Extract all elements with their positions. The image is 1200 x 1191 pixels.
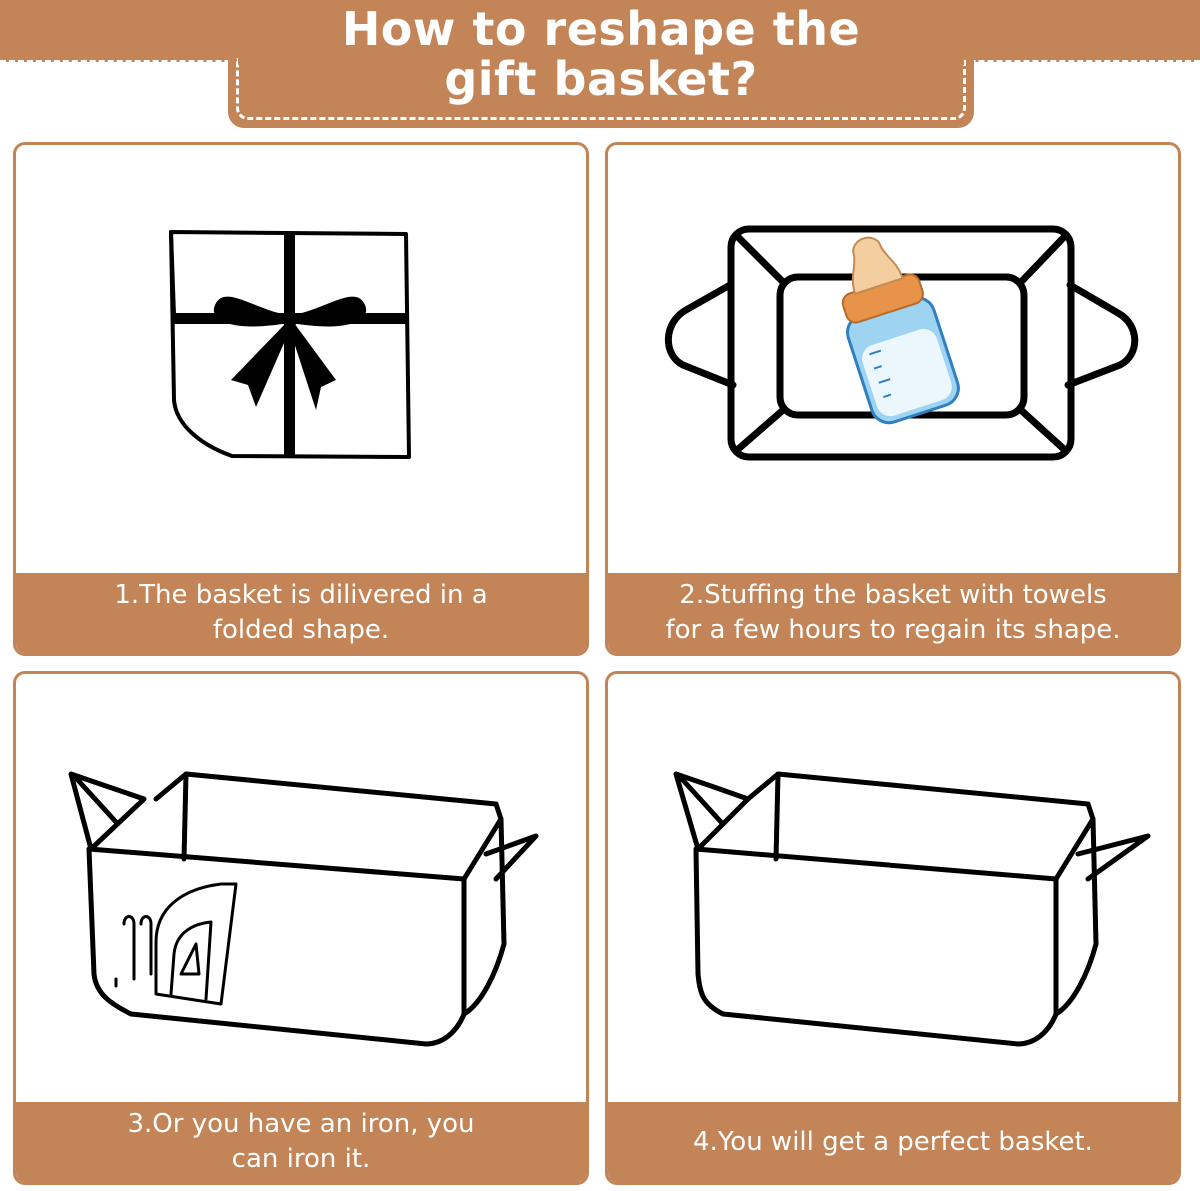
- step-panel-4: 4.You will get a perfect basket.: [605, 671, 1181, 1185]
- step-panel-3: 3.Or you have an iron, you can iron it.: [13, 671, 589, 1185]
- step-caption-1: 1.The basket is dilivered in a folded sh…: [16, 573, 586, 653]
- caption-line: 2.Stuffing the basket with towels: [679, 580, 1107, 610]
- title-line-2: gift basket?: [444, 52, 758, 106]
- step-caption-3: 3.Or you have an iron, you can iron it.: [16, 1102, 586, 1182]
- header-mask: [238, 57, 964, 65]
- baby-bottle-icon: [841, 236, 960, 425]
- header-tab-dashed-border: [236, 58, 966, 120]
- step-panel-2: 2.Stuffing the basket with towels for a …: [605, 142, 1181, 656]
- title-line-1: How to reshape the: [341, 2, 861, 56]
- basket-top-view-with-baby-bottle-icon: [664, 225, 1139, 461]
- step-caption-4: 4.You will get a perfect basket.: [608, 1102, 1178, 1182]
- caption-line: 4.You will get a perfect basket.: [693, 1126, 1093, 1157]
- caption-line: 3.Or you have an iron, you: [127, 1109, 475, 1139]
- caption-line: for a few hours to regain its shape.: [665, 615, 1121, 645]
- page-title: How to reshape the gift basket?: [228, 4, 974, 104]
- basket-with-iron-icon: [68, 771, 539, 1047]
- iron-icon: [114, 882, 238, 1006]
- caption-line: folded shape.: [212, 615, 390, 645]
- step-panel-1: 1.The basket is dilivered in a folded sh…: [13, 142, 589, 656]
- caption-line: can iron it.: [231, 1144, 371, 1174]
- step-caption-2: 2.Stuffing the basket with towels for a …: [608, 573, 1178, 653]
- folded-gift-box-with-bow-icon: [169, 230, 411, 459]
- caption-line: 1.The basket is dilivered in a: [114, 580, 488, 610]
- basket-icon: [673, 771, 1151, 1047]
